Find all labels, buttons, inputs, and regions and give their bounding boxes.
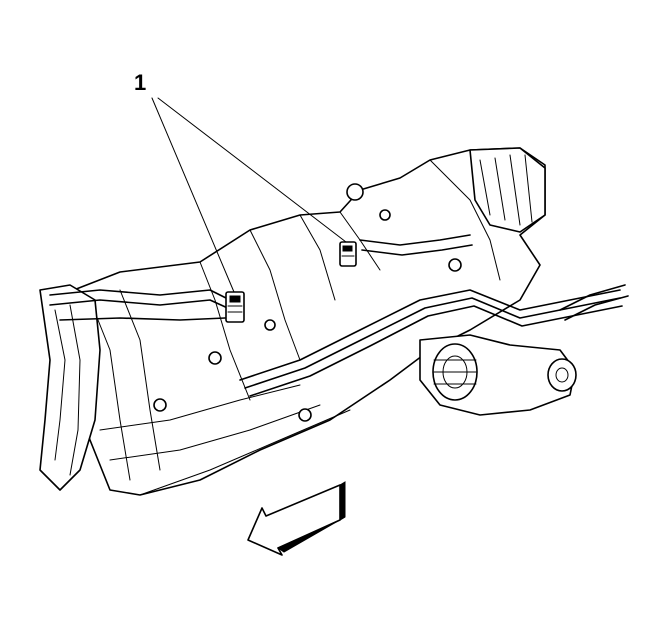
cooler-lines bbox=[239, 284, 629, 397]
transfer-case bbox=[419, 147, 577, 416]
bell-housing bbox=[39, 284, 101, 491]
direction-arrow-icon bbox=[247, 481, 346, 556]
bolts bbox=[153, 183, 462, 422]
transmission-housing bbox=[47, 147, 546, 496]
sensor-left bbox=[225, 291, 245, 323]
sensor-right bbox=[339, 241, 357, 267]
wiring-harness bbox=[49, 234, 473, 321]
callout-leader-lines bbox=[151, 97, 347, 293]
callout-1-label: 1 bbox=[134, 70, 147, 95]
